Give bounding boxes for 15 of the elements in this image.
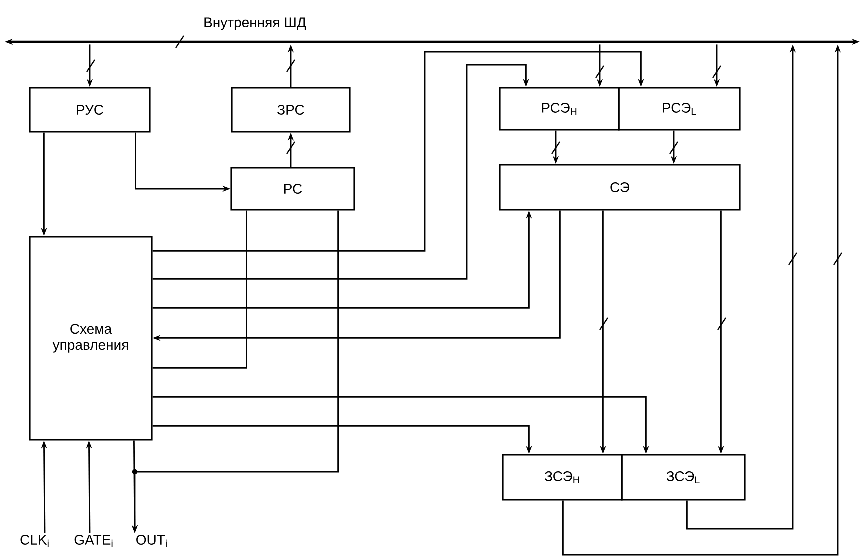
- register-box: РУС: [29, 87, 151, 133]
- register-box: РС: [230, 167, 356, 211]
- register-box: РСЭ$_{L}$: [618, 87, 741, 131]
- register-box: ЗСЭ$_{L}$: [621, 454, 746, 501]
- signal-label: GATE$_{i}$: [74, 535, 113, 547]
- register-box: СЭ: [499, 164, 741, 211]
- arrow: [152, 51, 644, 252]
- register-box: Схема управления: [29, 236, 153, 441]
- register-box: РСЭ$_{H}$: [499, 87, 620, 131]
- signal-label: OUT$_{i}$: [136, 535, 167, 547]
- signal-label: CLK$_{i}$: [20, 535, 49, 547]
- register-box: ЗСЭ$_{H}$: [502, 454, 623, 501]
- register-box: ЗРС: [231, 87, 351, 133]
- node-label: Внутренняя ШД: [204, 18, 306, 30]
- arrow: [152, 64, 530, 280]
